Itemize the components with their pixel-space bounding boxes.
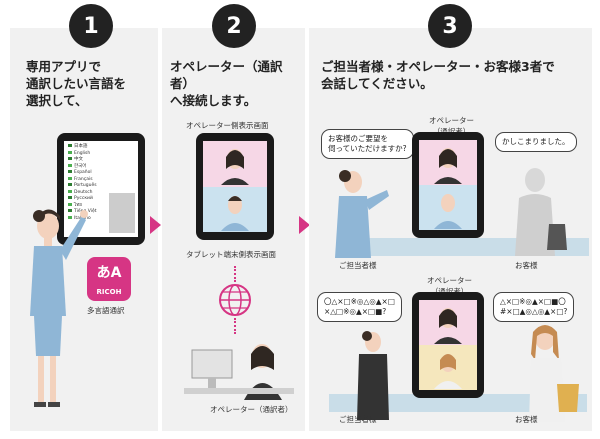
flag-icon	[68, 189, 72, 193]
flag-icon	[68, 170, 72, 173]
flag-icon	[68, 150, 72, 154]
step-3-heading: ご担当者様・オペレーター・お客様3者で 会話してください。	[321, 59, 555, 91]
top-staff-bubble: お客様のご要望を 伺っていただけますか?	[321, 129, 414, 159]
language-item[interactable]: 日本語	[68, 144, 134, 151]
flag-icon	[68, 196, 72, 199]
language-item[interactable]: 中文	[68, 157, 134, 164]
flag-icon	[68, 157, 72, 160]
operator-figure	[184, 344, 294, 400]
language-name: 한국어	[74, 163, 87, 169]
top-operator-label: オペレーター （通訳者）	[429, 116, 474, 136]
top-staff-label: ご担当者様	[339, 261, 377, 270]
bottom-customer-label: お客様	[515, 415, 538, 424]
language-item[interactable]: Русский	[68, 196, 134, 203]
step-3-number: 3	[428, 4, 472, 48]
language-name: Español	[74, 170, 92, 175]
language-name: Français	[74, 176, 93, 182]
language-name: 中文	[74, 157, 83, 162]
step-2-heading: オペレーター（通訳者） へ接続します。	[170, 59, 283, 108]
bottom-staff-label: ご担当者様	[339, 415, 377, 424]
flag-icon	[68, 163, 72, 167]
app-icon[interactable]: あA RICOH	[87, 257, 131, 301]
bottom-operator-label: オペレーター （通訳者）	[427, 276, 472, 296]
bottom-tablet	[412, 292, 484, 398]
bottom-customer-bubble: △×□※◎▲×□■〇 #×□▲◎△◎▲×□?	[493, 292, 575, 322]
language-name: ไทย	[74, 202, 82, 208]
language-item[interactable]: Español	[68, 170, 134, 177]
connection-line	[234, 266, 236, 282]
language-item[interactable]: Português	[68, 183, 134, 190]
flag-icon	[68, 215, 72, 219]
step-3-panel: ご担当者様・オペレーター・お客様3者で 会話してください。 オペレーター （通訳…	[309, 28, 592, 431]
top-video-participants	[434, 148, 462, 229]
operator-label: オペレーター（通訳者）	[210, 405, 293, 414]
top-screen	[419, 140, 477, 230]
language-item[interactable]: Français	[68, 176, 134, 184]
video-participants	[221, 149, 249, 231]
flag-icon	[68, 176, 72, 180]
app-brand: RICOH	[96, 288, 122, 296]
step-2-panel: オペレーター（通訳者） へ接続します。 オペレーター側表示画面 タブレット端末側…	[162, 28, 305, 431]
language-item[interactable]: Deutsch	[68, 189, 134, 197]
operator-screen	[203, 141, 267, 232]
step-2-number: 2	[212, 4, 256, 48]
bottom-customer-figure	[529, 325, 579, 422]
thumbnail-image	[109, 193, 135, 233]
flag-icon	[68, 183, 72, 186]
operator-screen-label: オペレーター側表示画面	[186, 121, 269, 130]
top-tablet	[412, 132, 484, 238]
top-staff-figure	[335, 170, 389, 258]
tablet-screen-label: タブレット端末側表示画面	[186, 250, 276, 259]
top-operator-bubble: かしこまりました。	[495, 132, 577, 152]
operator-tablet	[196, 133, 274, 240]
language-name: English	[74, 150, 91, 156]
language-name: Deutsch	[74, 189, 93, 195]
language-item[interactable]: English	[68, 150, 134, 158]
step-1-number: 1	[69, 4, 113, 48]
flag-icon	[68, 144, 72, 147]
bottom-staff-bubble: 〇△×□※◎△◎▲×□ ×△□※◎▲×□■?	[317, 292, 402, 322]
top-customer-figure	[515, 168, 567, 256]
language-name: Русский	[74, 196, 93, 201]
bottom-staff-figure	[357, 331, 389, 420]
bottom-screen	[419, 300, 477, 390]
next-arrow-1	[150, 216, 161, 234]
bottom-counter	[329, 394, 587, 412]
language-item[interactable]: 한국어	[68, 163, 134, 171]
top-customer-label: お客様	[515, 261, 538, 270]
language-name: Português	[74, 183, 97, 188]
translate-icon: あA	[96, 265, 122, 281]
language-item[interactable]: ไทย	[68, 202, 134, 210]
next-arrow-2	[299, 216, 310, 234]
bottom-video-participants	[434, 308, 462, 389]
language-name: 日本語	[74, 144, 88, 149]
connection-line-2	[234, 318, 236, 334]
globe-icon	[219, 284, 251, 316]
staff-woman-figure	[30, 209, 88, 407]
app-icon-label: 多言語通訳	[87, 306, 125, 315]
step-1-heading: 専用アプリで 通訳したい言語を 選択して、	[26, 59, 127, 108]
flag-icon	[68, 202, 72, 206]
flag-icon	[68, 209, 72, 212]
